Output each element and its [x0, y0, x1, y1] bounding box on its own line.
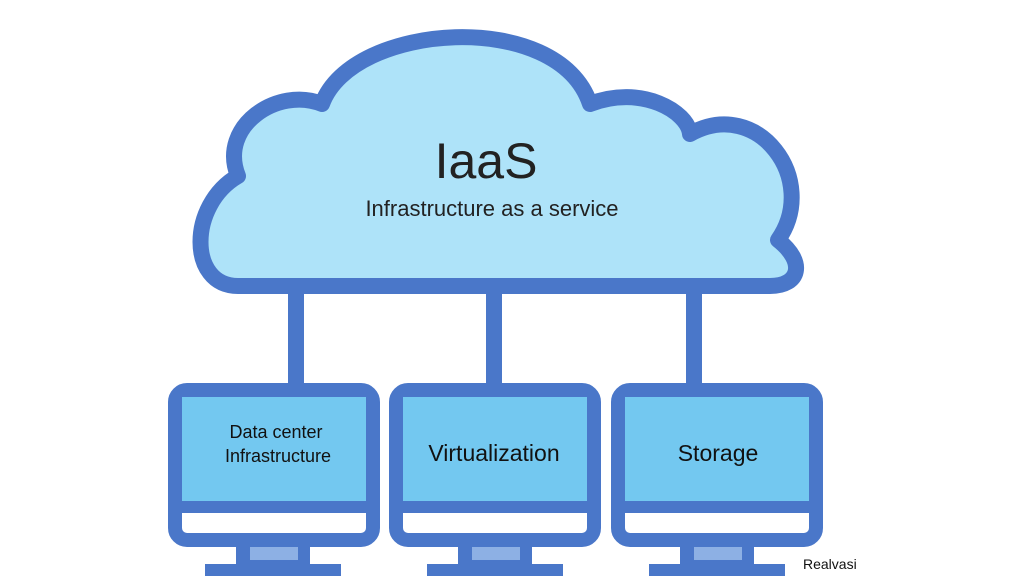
monitor-stand-inner — [694, 544, 742, 560]
monitor-data-center: Data center Infrastructure — [168, 383, 380, 576]
monitor-screen — [625, 397, 809, 501]
connectors — [288, 290, 702, 390]
monitor-screen — [403, 397, 587, 501]
connector-left — [288, 290, 304, 390]
monitor-stand-inner — [472, 544, 520, 560]
cloud-shape — [192, 29, 804, 294]
monitor-label-line1: Data center — [229, 422, 322, 442]
monitor-label-line2: Infrastructure — [225, 446, 331, 466]
monitor-label-line1: Storage — [678, 440, 759, 466]
monitor-storage: Storage — [611, 383, 823, 576]
cloud-title: IaaS — [435, 133, 538, 189]
monitor-bezel — [182, 501, 366, 513]
credit-watermark: Realvasi — [803, 556, 857, 572]
cloud-subtitle: Infrastructure as a service — [365, 196, 618, 221]
connector-center — [486, 290, 502, 390]
monitor-bezel — [403, 501, 587, 513]
monitor-foot — [205, 564, 341, 576]
monitor-virtualization: Virtualization — [389, 383, 601, 576]
monitor-label-line1: Virtualization — [428, 440, 559, 466]
cloud: IaaS Infrastructure as a service — [192, 29, 804, 294]
monitor-screen — [182, 397, 366, 501]
monitor-foot — [427, 564, 563, 576]
monitor-stand-inner — [250, 544, 298, 560]
monitor-bezel — [625, 501, 809, 513]
connector-right — [686, 290, 702, 390]
monitor-foot — [649, 564, 785, 576]
